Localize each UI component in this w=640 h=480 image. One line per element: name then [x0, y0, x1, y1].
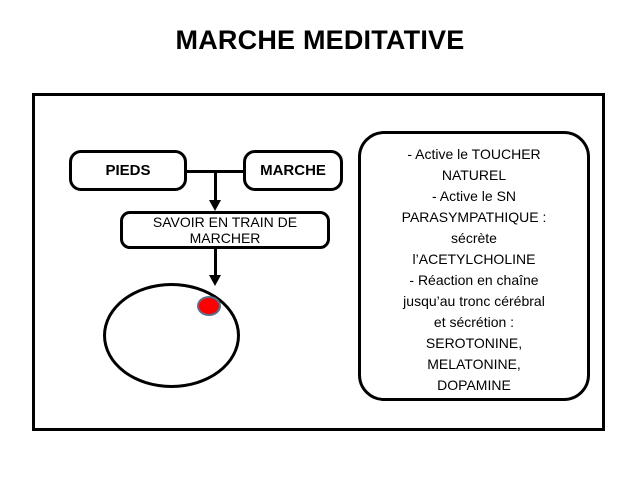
info-line: SEROTONINE, — [425, 335, 523, 351]
info-line: et sécrétion : — [433, 314, 515, 330]
info-line: PARASYMPATHIQUE : — [401, 209, 547, 225]
info-panel: - Active le TOUCHER NATUREL - Active le … — [358, 131, 590, 401]
info-line: DOPAMINE — [437, 377, 511, 393]
info-line: l’ACETYLCHOLINE — [412, 251, 536, 267]
info-line: sécrète — [451, 230, 497, 246]
connector-line-to-savoir — [214, 170, 217, 202]
info-line: MELATONINE, — [427, 356, 521, 372]
arrow-down-icon — [209, 200, 221, 211]
flow-box-marche-label: MARCHE — [260, 162, 326, 179]
flow-box-pieds: PIEDS — [69, 150, 187, 191]
flow-box-savoir-label: SAVOIR EN TRAIN DE MARCHER — [152, 214, 298, 246]
flow-box-savoir: SAVOIR EN TRAIN DE MARCHER — [120, 211, 330, 249]
info-line: - Réaction en chaîne — [409, 272, 539, 288]
ellipse-shape — [103, 283, 240, 388]
arrow-down-icon — [209, 275, 221, 286]
info-line: - Active le SN — [431, 188, 517, 204]
flow-box-pieds-label: PIEDS — [105, 162, 151, 179]
red-dot-marker — [197, 296, 221, 316]
info-line: jusqu’au tronc cérébral — [403, 293, 545, 309]
connector-line-to-ellipse — [214, 249, 217, 279]
page-title: MARCHE MEDITATIVE — [175, 25, 465, 55]
flow-box-marche: MARCHE — [243, 150, 343, 191]
info-line: NATUREL — [441, 167, 507, 183]
info-line: - Active le TOUCHER — [407, 146, 541, 162]
